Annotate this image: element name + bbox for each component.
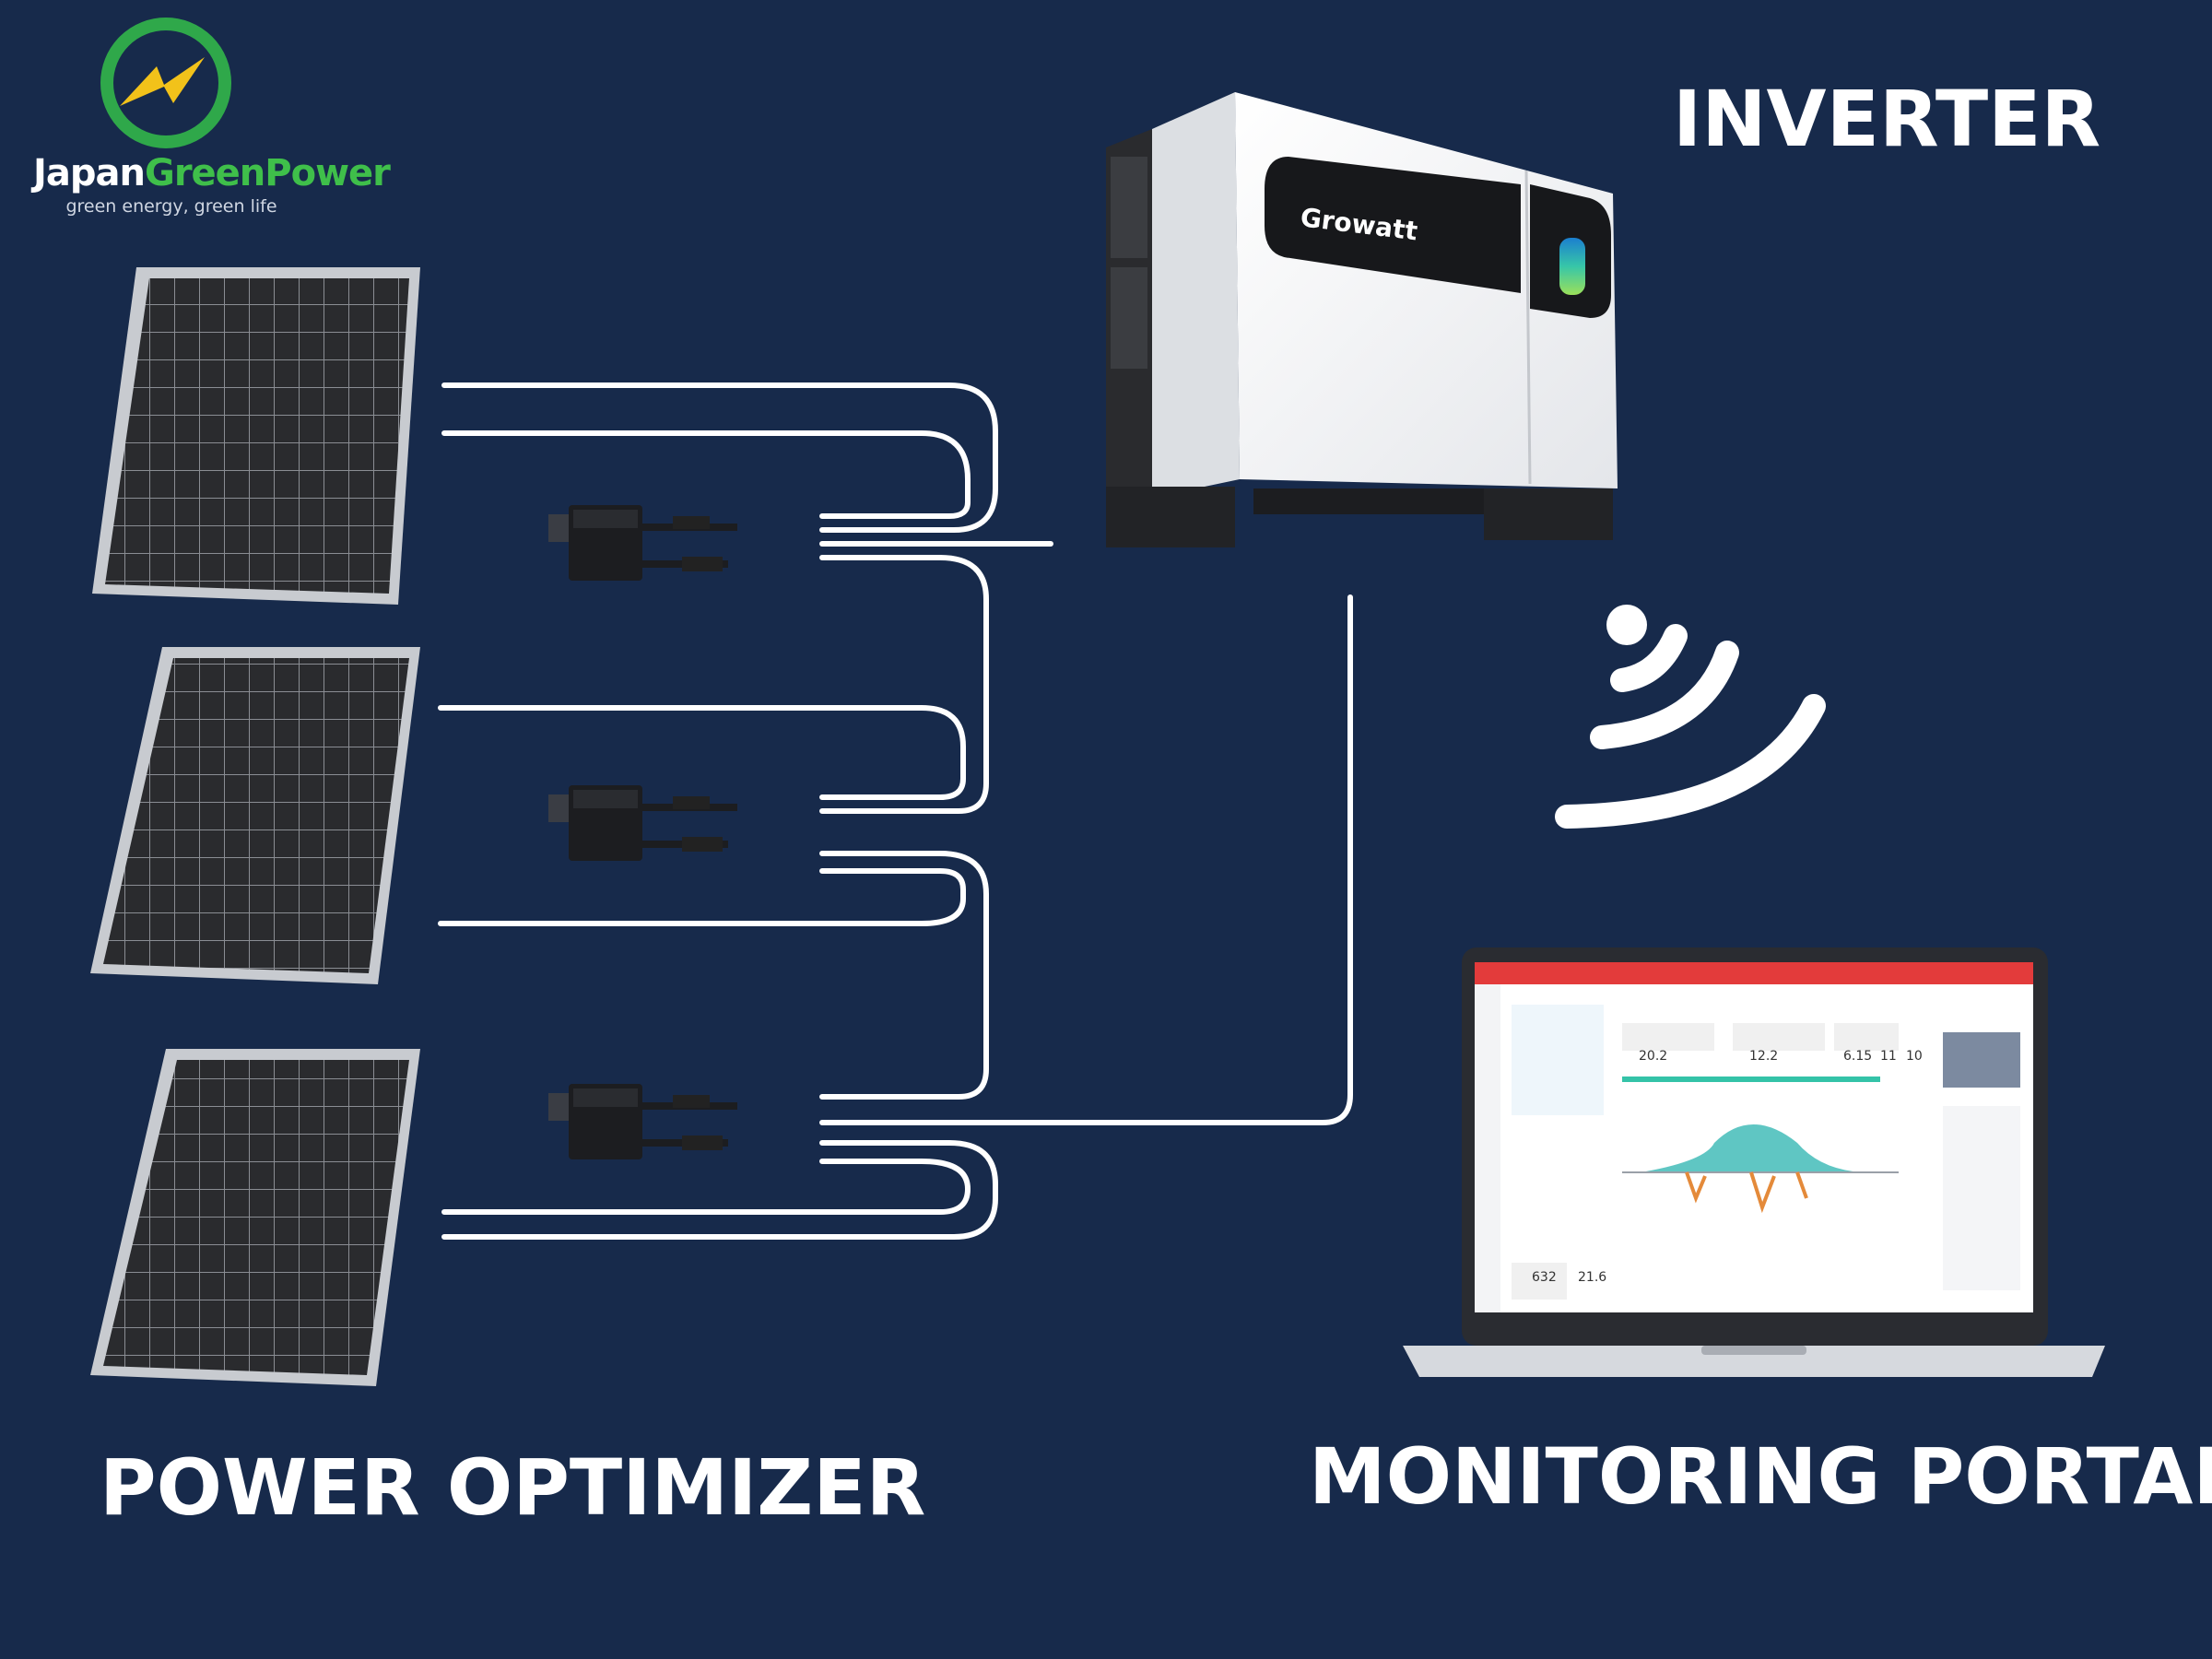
logo-icon: [100, 18, 231, 148]
wifi-icon: [1555, 605, 1826, 829]
portal-stat: 632: [1532, 1270, 1557, 1285]
optimizer-3: [548, 1084, 737, 1159]
solar-panel-3: [90, 1049, 420, 1386]
portal-stat: 11: [1880, 1049, 1897, 1064]
laptop-monitoring-portal: [1403, 947, 2105, 1377]
solar-panel-1: [92, 267, 420, 605]
portal-stat: 6.15: [1843, 1049, 1872, 1064]
portal-stat: 20.2: [1639, 1049, 1667, 1064]
optimizer-2: [548, 785, 737, 861]
brand-wordmark: JapanGreenPower green energy, green life: [33, 152, 391, 217]
wiring: [438, 382, 1353, 1240]
optimizer-1: [548, 505, 737, 581]
label-inverter: INVERTER: [1673, 74, 2101, 164]
portal-stat: 21.6: [1578, 1270, 1606, 1285]
solar-panel-2: [90, 647, 420, 984]
portal-stat: 10: [1906, 1049, 1923, 1064]
brand-tagline: green energy, green life: [65, 196, 277, 217]
inverter-device: Growatt: [1106, 92, 1618, 547]
brand-name-part2: GreenPower: [144, 152, 391, 194]
label-power-optimizer: POWER OPTIMIZER: [100, 1442, 926, 1533]
brand-name-part1: Japan: [33, 152, 146, 194]
brand-name: JapanGreenPower: [33, 152, 391, 194]
label-monitoring-portal: MONITORING PORTAL: [1309, 1431, 2212, 1522]
portal-stat: 12.2: [1749, 1049, 1778, 1064]
